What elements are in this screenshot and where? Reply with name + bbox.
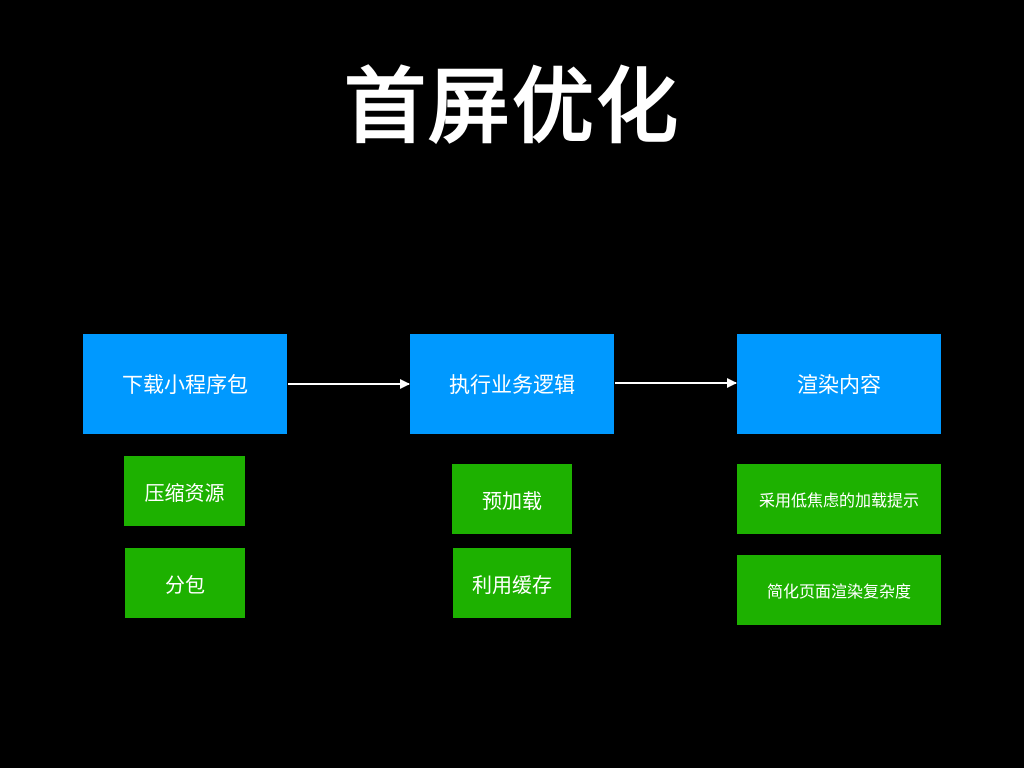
page-title: 首屏优化 <box>343 60 680 155</box>
stage-execute-logic: 执行业务逻辑 <box>410 334 614 434</box>
tip-subpackage: 分包 <box>125 548 245 618</box>
tip-simplify-rendering: 简化页面渲染复杂度 <box>737 555 941 625</box>
tip-compress-resources: 压缩资源 <box>124 456 245 526</box>
stage-render-content: 渲染内容 <box>737 334 941 434</box>
tip-low-anxiety-loading: 采用低焦虑的加载提示 <box>737 464 941 534</box>
tip-use-cache: 利用缓存 <box>453 548 571 618</box>
stage-download-package: 下载小程序包 <box>83 334 287 434</box>
tip-preload: 预加载 <box>452 464 572 534</box>
